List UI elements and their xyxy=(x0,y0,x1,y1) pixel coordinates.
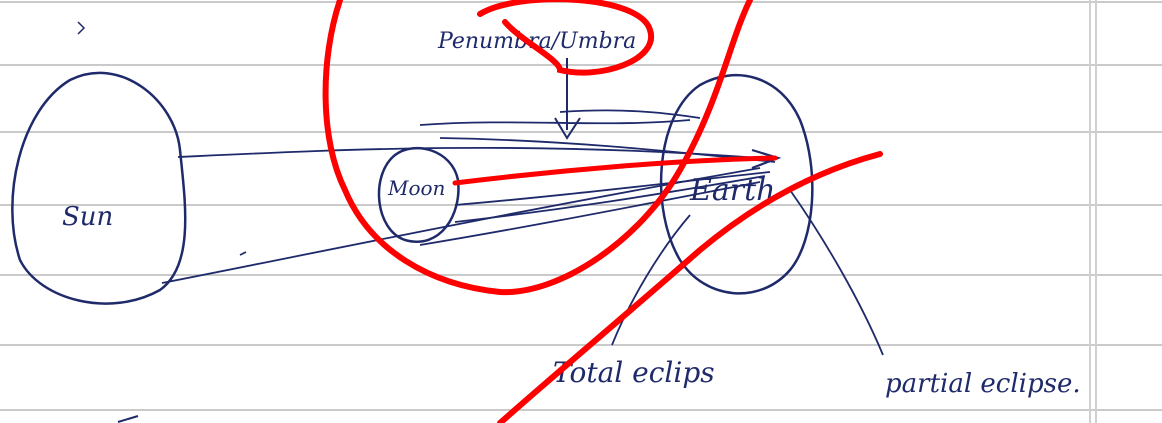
light-rays xyxy=(161,109,776,284)
partial-eclipse-label: partial eclipse. xyxy=(885,369,1081,399)
red-circle-annotation xyxy=(322,0,753,296)
total-pointer xyxy=(611,214,691,346)
partial-pointer xyxy=(789,189,884,356)
red-slash-annotation xyxy=(497,151,883,423)
shadow-pointer-head xyxy=(554,117,581,140)
moon-label: Moon xyxy=(387,176,445,200)
ray-arrowhead xyxy=(751,148,782,170)
ruled-lines xyxy=(0,1,1162,411)
sun-label: Sun xyxy=(62,202,113,232)
stray-mark-bottom xyxy=(117,415,139,423)
sun-shape xyxy=(11,71,187,305)
moon-shape xyxy=(377,146,460,243)
total-eclipse-label: Total eclips xyxy=(553,356,715,389)
red-underline-annotation xyxy=(452,155,778,186)
stray-mark xyxy=(77,21,86,35)
earth-shape xyxy=(659,73,814,295)
